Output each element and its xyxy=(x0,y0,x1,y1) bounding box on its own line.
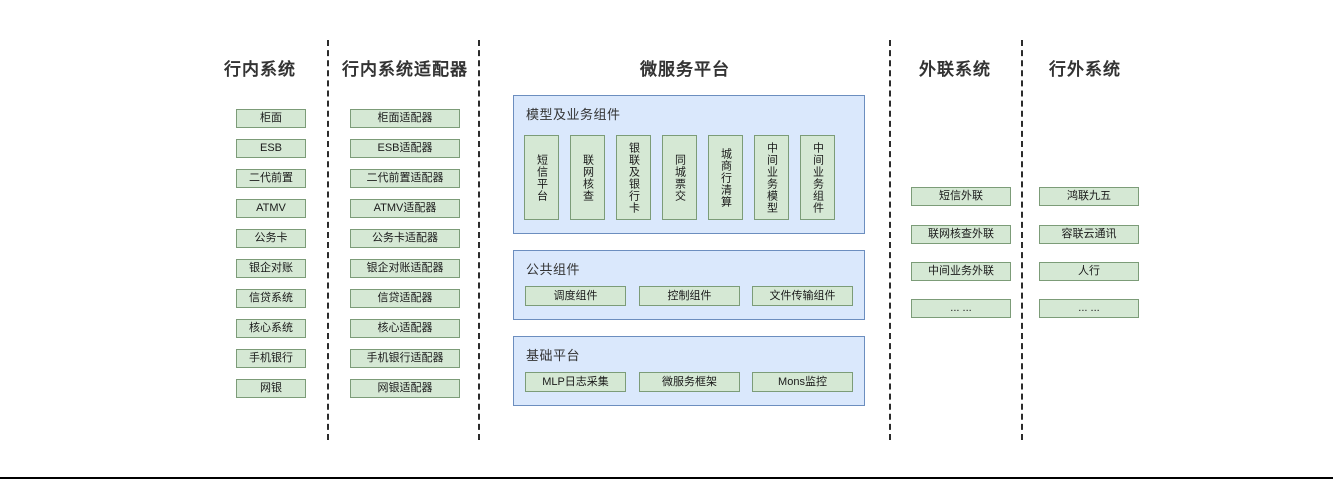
node-in-bank-adapter[interactable]: 二代前置适配器 xyxy=(350,169,460,188)
node-base-platform-component[interactable]: 微服务框架 xyxy=(639,372,740,392)
column-title-in-bank-systems: 行内系统 xyxy=(224,60,296,79)
node-in-bank-system[interactable]: ATMV xyxy=(236,199,306,218)
panel-base-platform: 基础平台 xyxy=(513,336,865,406)
panel-public-components: 公共组件 xyxy=(513,250,865,320)
node-in-bank-system[interactable]: 网银 xyxy=(236,379,306,398)
column-title-in-bank-adapters: 行内系统适配器 xyxy=(342,60,468,79)
node-in-bank-system[interactable]: 公务卡 xyxy=(236,229,306,248)
node-in-bank-adapter[interactable]: 公务卡适配器 xyxy=(350,229,460,248)
column-title-external-link-systems: 外联系统 xyxy=(919,60,991,79)
node-in-bank-adapter[interactable]: 网银适配器 xyxy=(350,379,460,398)
node-model-component[interactable]: 银联及银行卡 xyxy=(616,135,651,220)
node-external-link-system[interactable]: ... ... xyxy=(911,299,1011,318)
node-in-bank-system[interactable]: 柜面 xyxy=(236,109,306,128)
node-public-component[interactable]: 调度组件 xyxy=(525,286,626,306)
node-out-of-bank-system[interactable]: ... ... xyxy=(1039,299,1139,318)
node-in-bank-adapter[interactable]: 核心适配器 xyxy=(350,319,460,338)
node-out-of-bank-system[interactable]: 鸿联九五 xyxy=(1039,187,1139,206)
node-out-of-bank-system[interactable]: 人行 xyxy=(1039,262,1139,281)
node-in-bank-adapter[interactable]: ATMV适配器 xyxy=(350,199,460,218)
node-external-link-system[interactable]: 联网核查外联 xyxy=(911,225,1011,244)
node-external-link-system[interactable]: 中间业务外联 xyxy=(911,262,1011,281)
node-base-platform-component[interactable]: Mons监控 xyxy=(752,372,853,392)
node-in-bank-system[interactable]: 核心系统 xyxy=(236,319,306,338)
panel-title-public-components: 公共组件 xyxy=(526,262,581,277)
node-model-component[interactable]: 同城票交 xyxy=(662,135,697,220)
node-model-component[interactable]: 中间业务组件 xyxy=(800,135,835,220)
node-model-component[interactable]: 联网核查 xyxy=(570,135,605,220)
node-in-bank-adapter[interactable]: ESB适配器 xyxy=(350,139,460,158)
node-in-bank-system[interactable]: 手机银行 xyxy=(236,349,306,368)
node-in-bank-adapter[interactable]: 银企对账适配器 xyxy=(350,259,460,278)
panel-title-base-platform: 基础平台 xyxy=(526,348,581,363)
column-title-out-of-bank-systems: 行外系统 xyxy=(1049,60,1121,79)
node-in-bank-system[interactable]: ESB xyxy=(236,139,306,158)
node-out-of-bank-system[interactable]: 容联云通讯 xyxy=(1039,225,1139,244)
panel-title-model-business-components: 模型及业务组件 xyxy=(526,107,621,122)
node-public-component[interactable]: 文件传输组件 xyxy=(752,286,853,306)
node-external-link-system[interactable]: 短信外联 xyxy=(911,187,1011,206)
node-model-component[interactable]: 短信平台 xyxy=(524,135,559,220)
node-in-bank-adapter[interactable]: 手机银行适配器 xyxy=(350,349,460,368)
node-base-platform-component[interactable]: MLP日志采集 xyxy=(525,372,626,392)
node-in-bank-system[interactable]: 二代前置 xyxy=(236,169,306,188)
node-public-component[interactable]: 控制组件 xyxy=(639,286,740,306)
node-model-component[interactable]: 城商行清算 xyxy=(708,135,743,220)
divider-3 xyxy=(889,40,891,440)
column-title-microservice-platform: 微服务平台 xyxy=(640,60,730,79)
bottom-rule xyxy=(0,477,1333,479)
node-in-bank-adapter[interactable]: 柜面适配器 xyxy=(350,109,460,128)
node-in-bank-system[interactable]: 银企对账 xyxy=(236,259,306,278)
node-in-bank-adapter[interactable]: 信贷适配器 xyxy=(350,289,460,308)
node-model-component[interactable]: 中间业务模型 xyxy=(754,135,789,220)
divider-4 xyxy=(1021,40,1023,440)
divider-2 xyxy=(478,40,480,440)
divider-1 xyxy=(327,40,329,440)
node-in-bank-system[interactable]: 信贷系统 xyxy=(236,289,306,308)
